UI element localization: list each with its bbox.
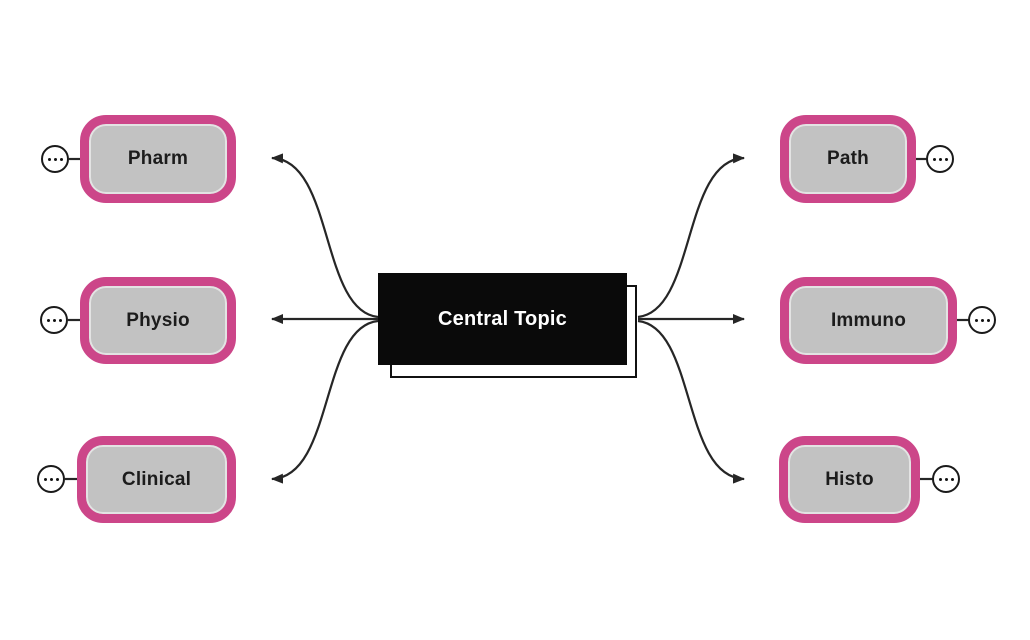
ellipsis-icon[interactable] [40, 306, 68, 334]
ellipsis-icon[interactable] [932, 465, 960, 493]
node-immuno[interactable]: Immuno [780, 277, 957, 364]
node-histo-label: Histo [825, 468, 874, 490]
ellipsis-icon[interactable] [926, 145, 954, 173]
node-path[interactable]: Path [780, 115, 916, 203]
node-physio-label: Physio [126, 309, 190, 331]
connector-center-to-clinical [271, 319, 379, 484]
node-immuno-label: Immuno [830, 309, 907, 331]
node-histo[interactable]: Histo [779, 436, 920, 523]
ellipsis-icon[interactable] [37, 465, 65, 493]
node-path-label: Path [827, 148, 869, 169]
node-pharm[interactable]: Pharm [80, 115, 236, 203]
central-topic-node[interactable]: Central Topic [378, 273, 627, 365]
ellipsis-icon[interactable] [41, 145, 69, 173]
node-pharm-label: Pharm [127, 148, 189, 169]
node-clinical-label: Clinical [121, 468, 192, 490]
node-clinical[interactable]: Clinical [77, 436, 236, 523]
connector-center-to-pharm [271, 153, 379, 319]
connector-center-to-path [637, 153, 745, 319]
connector-center-to-histo [637, 319, 745, 484]
central-topic-label: Central Topic [438, 307, 567, 330]
node-physio[interactable]: Physio [80, 277, 236, 364]
ellipsis-icon[interactable] [968, 306, 996, 334]
